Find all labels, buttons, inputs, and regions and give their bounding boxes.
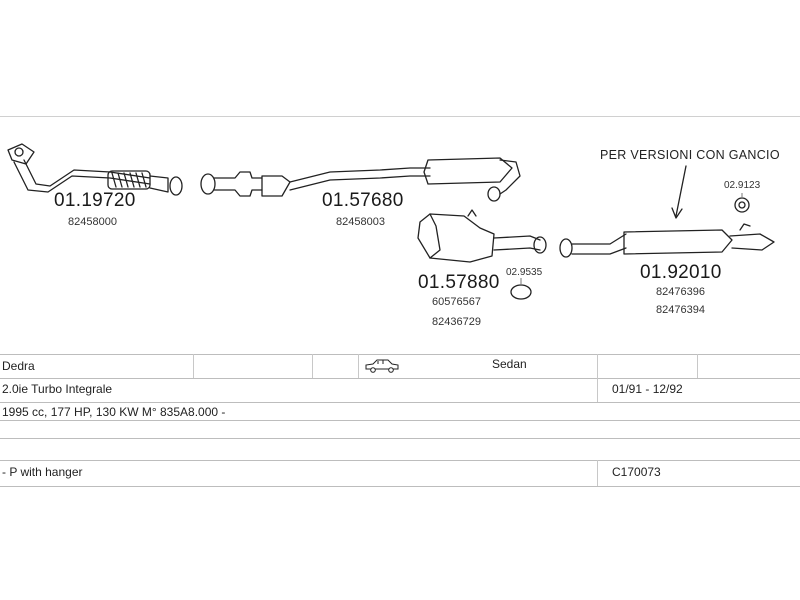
middle-pipe-drawing	[200, 157, 521, 202]
divider	[0, 420, 800, 421]
part-number-clamp: 02.9535	[506, 267, 543, 278]
oe-number: 82458000	[68, 216, 117, 228]
divider	[312, 354, 313, 378]
oe-number: 82476396	[656, 286, 705, 298]
divider	[697, 354, 698, 378]
divider	[358, 354, 359, 378]
engine-name: 2.0ie Turbo Integrale	[2, 382, 113, 396]
divider	[0, 460, 800, 461]
version-notes: - P with hanger	[2, 465, 83, 479]
engine-specs: 1995 cc, 177 HP, 130 KW M° 835A8.000 -	[2, 405, 226, 419]
hanger-version-note: PER VERSIONI CON GANCIO	[600, 148, 780, 162]
part-number-front-muffler: 01.57880	[418, 272, 500, 293]
divider	[0, 486, 800, 487]
divider	[0, 402, 800, 403]
divider	[597, 354, 598, 402]
catalog-code: C170073	[612, 465, 661, 479]
oe-number: 82458003	[336, 216, 385, 228]
oe-number: 82476394	[656, 304, 705, 316]
part-number-middle-pipe: 01.57680	[322, 190, 404, 211]
divider	[0, 438, 800, 439]
note-arrow	[675, 165, 687, 217]
part-number-rear-muffler: 01.92010	[640, 262, 722, 283]
part-number-front-pipe: 01.19720	[54, 190, 136, 211]
divider	[193, 354, 194, 378]
oe-number: 60576567	[432, 296, 481, 308]
front-pipe-drawing	[7, 143, 183, 196]
front-muffler-drawing	[417, 209, 547, 263]
model-name: Dedra	[2, 359, 35, 373]
hanger-drawing	[734, 197, 750, 213]
oe-number: 82436729	[432, 316, 481, 328]
divider	[0, 354, 800, 355]
divider	[0, 378, 800, 379]
car-icon	[365, 359, 399, 373]
body-type: Sedan	[492, 357, 527, 371]
divider	[597, 460, 598, 486]
exhaust-system-diagram	[7, 143, 775, 300]
divider	[0, 116, 800, 117]
clamp-drawing	[510, 284, 532, 300]
rear-muffler-drawing	[559, 223, 775, 258]
part-number-hanger: 02.9123	[724, 180, 761, 191]
production-years: 01/91 - 12/92	[612, 382, 683, 396]
